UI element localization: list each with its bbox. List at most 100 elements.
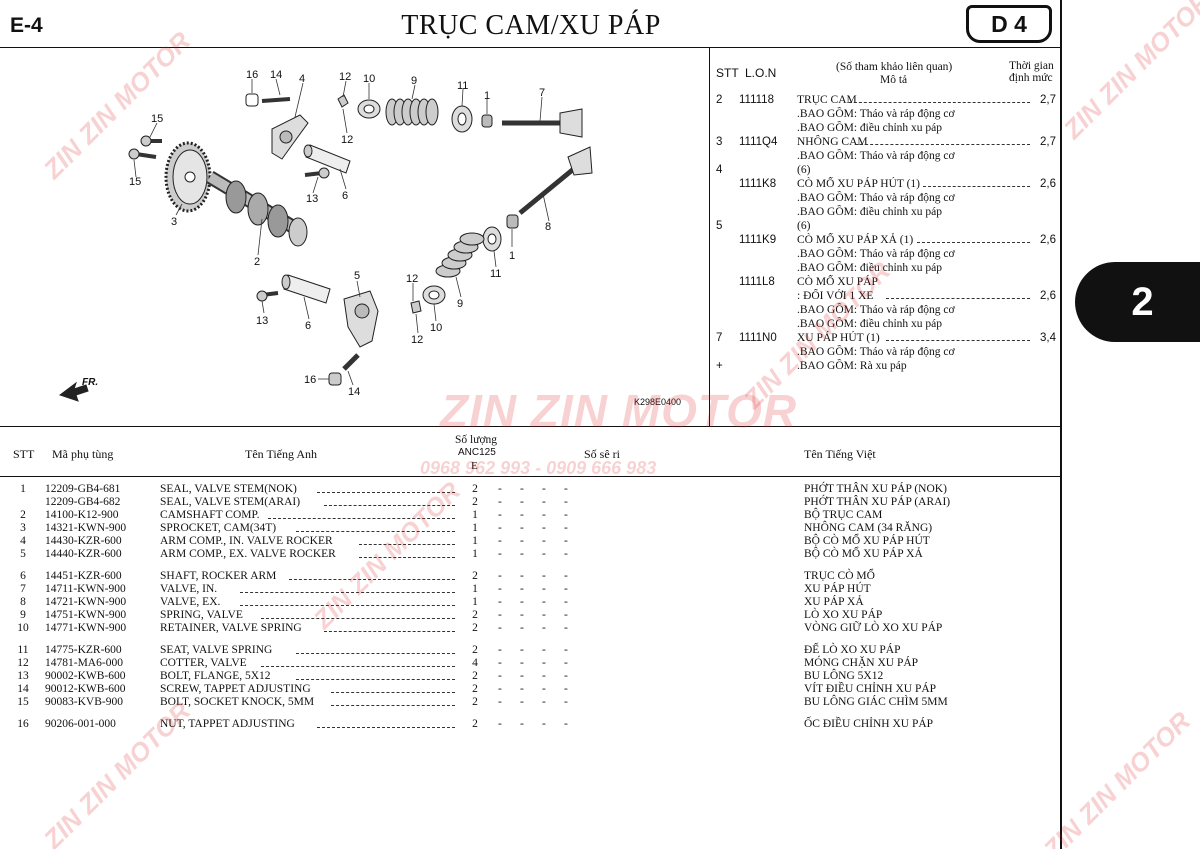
- leader-dashes: [916, 236, 1030, 243]
- ref-lon: 1111K9: [739, 234, 777, 246]
- part-name-vn: MÓNG CHẶN XU PÁP: [804, 657, 919, 669]
- callout-9: 9: [411, 75, 417, 87]
- part-number: 14100-K12-900: [45, 509, 119, 521]
- ref-row: +.BAO GỒM: Rà xu páp: [712, 359, 1060, 373]
- ref-header-lon: L.O.N: [745, 66, 777, 80]
- page-title: TRỤC CAM/XU PÁP: [401, 10, 661, 41]
- callout-15b: 15: [129, 176, 141, 188]
- callout-4: 4: [299, 73, 305, 85]
- part-name-vn: ĐẾ LÒ XO XU PÁP: [804, 644, 901, 656]
- part-name-vn: PHỚT THÂN XU PÁP (NOK): [804, 483, 947, 495]
- ref-desc: XU PÁP HÚT (1): [797, 332, 880, 344]
- part-stt: 8: [20, 596, 26, 608]
- callout-15: 15: [151, 113, 163, 125]
- camshaft-2: [206, 170, 308, 247]
- part-name-vn: VÒNG GIỮ LÒ XO XU PÁP: [804, 622, 943, 634]
- leader-dashes: [324, 625, 455, 632]
- spring-9-lower: [435, 232, 485, 278]
- ref-stt: 4: [716, 164, 723, 176]
- list-header-serial: Số sê ri: [584, 447, 620, 461]
- part-qty: 2: [472, 644, 478, 656]
- part-name-en: VALVE, IN.: [160, 583, 218, 595]
- part-stt: 2: [20, 509, 26, 521]
- ref-time: 2,6: [1040, 234, 1056, 246]
- list-header-part-no: Mã phụ tùng: [52, 447, 114, 461]
- divider-top: [0, 47, 1062, 48]
- part-stt: 6: [20, 570, 26, 582]
- ref-desc: .BAO GỒM: điều chỉnh xu páp: [797, 262, 943, 274]
- section-badge: D 4: [966, 5, 1052, 43]
- ref-stt: 3: [716, 136, 723, 148]
- diagram-code: K298E0400: [634, 397, 682, 407]
- bolt-13-top: [318, 167, 330, 179]
- leader-dashes: [317, 486, 455, 493]
- list-header-stt: STT: [13, 447, 35, 461]
- part-name-en: COTTER, VALVE: [160, 657, 247, 669]
- leader-dashes: [296, 525, 455, 532]
- leader-dashes: [240, 586, 455, 593]
- part-number: 12209-GB4-681: [45, 483, 121, 495]
- valve-7-in: [502, 108, 583, 138]
- ref-row: .BAO GỒM: điều chỉnh xu páp: [712, 317, 1060, 331]
- callout-1: 1: [484, 90, 490, 102]
- part-qty: 1: [472, 548, 478, 560]
- section-tab[interactable]: 2: [1075, 262, 1200, 342]
- part-qty: 2: [472, 718, 478, 730]
- part-number: 14430-KZR-600: [45, 535, 122, 547]
- part-name-en: RETAINER, VALVE SPRING: [160, 622, 302, 634]
- part-qty: 1: [472, 509, 478, 521]
- leader-dashes: [317, 721, 455, 728]
- leader-dashes: [854, 138, 1030, 145]
- ref-header-time-1: Thời gian: [1009, 60, 1054, 72]
- leader-dashes: [359, 538, 455, 545]
- ref-header-stt: STT: [716, 66, 739, 80]
- part-name-en: SEAT, VALVE SPRING: [160, 644, 273, 656]
- part-qty: 2: [472, 570, 478, 582]
- list-header-name-vn: Tên Tiếng Việt: [804, 447, 876, 461]
- ref-desc: .BAO GỒM: Tháo và ráp động cơ: [797, 192, 955, 204]
- part-name-vn: BỘ CÒ MỔ XU PÁP HÚT: [804, 535, 930, 547]
- part-qty: 2: [472, 483, 478, 495]
- part-name-vn: TRỤC CÒ MỔ: [804, 570, 875, 582]
- part-name-vn: PHỚT THÂN XU PÁP (ARAI): [804, 496, 951, 508]
- part-qty: 2: [472, 496, 478, 508]
- part-stt: 11: [17, 644, 29, 656]
- callout-7: 7: [539, 87, 545, 99]
- part-stt: 13: [17, 670, 29, 682]
- part-qty: 1: [472, 596, 478, 608]
- part-stt: 9: [20, 609, 26, 621]
- part-number: 14321-KWN-900: [45, 522, 127, 534]
- callout-6b: 6: [305, 320, 311, 332]
- callout-10b: 10: [430, 322, 442, 334]
- ref-desc: .BAO GỒM: Tháo và ráp động cơ: [797, 108, 955, 120]
- page-code: E-4: [10, 14, 43, 37]
- ref-header-desc-1: (Số tham khảo liên quan): [836, 61, 953, 73]
- ref-time: 2,7: [1040, 94, 1056, 106]
- callout-13: 13: [306, 193, 318, 205]
- ref-row: .BAO GỒM: Tháo và ráp động cơ: [712, 149, 1060, 163]
- ref-row: .BAO GỒM: Tháo và ráp động cơ: [712, 303, 1060, 317]
- part-name-vn: XU PÁP HÚT: [804, 583, 871, 595]
- screw-14-lower: [342, 353, 360, 371]
- ref-row: .BAO GỒM: Tháo và ráp động cơ: [712, 247, 1060, 261]
- ref-row: .BAO GỒM: Tháo và ráp động cơ: [712, 107, 1060, 121]
- part-name-en: SPRING, VALVE: [160, 609, 243, 621]
- part-stt: 14: [17, 683, 29, 695]
- leader-dashes: [331, 686, 455, 693]
- callout-10: 10: [363, 73, 375, 85]
- part-qty: 4: [472, 657, 478, 669]
- part-stt: 7: [20, 583, 26, 595]
- callout-12b: 12: [341, 134, 353, 146]
- exploded-parts-diagram: 16 14 4 12 10 9 11 1 7 15 15 12 6 13 3 2…: [58, 69, 593, 402]
- ref-time: 2,6: [1040, 178, 1056, 190]
- callout-6: 6: [342, 190, 348, 202]
- watermark-brand-tr: ZIN ZIN MOTOR: [1057, 0, 1200, 145]
- part-number: 14440-KZR-600: [45, 548, 122, 560]
- nut-16-top: [245, 93, 259, 107]
